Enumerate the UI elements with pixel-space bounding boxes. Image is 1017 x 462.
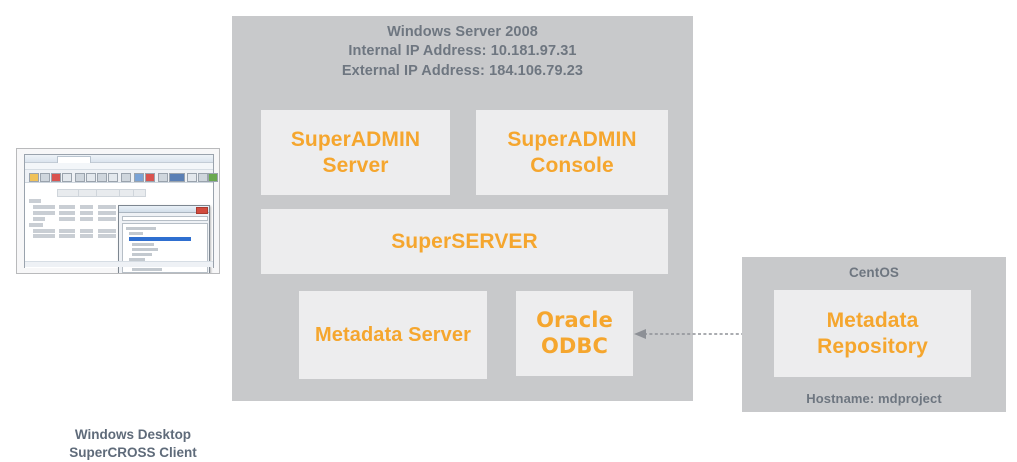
supercross-client-screenshot bbox=[16, 148, 220, 274]
close-icon[interactable] bbox=[196, 207, 208, 214]
component-superadmin-console[interactable]: SuperADMIN Console bbox=[476, 110, 668, 195]
windows-server-header: Windows Server 2008 Internal IP Address:… bbox=[232, 23, 693, 81]
app-canvas-mini bbox=[25, 183, 213, 273]
oracle-odbc-line2: ODBC bbox=[540, 333, 609, 358]
superadmin-server-line1: SuperADMIN bbox=[290, 127, 421, 151]
windows-server-internal-ip: Internal IP Address: 10.181.97.31 bbox=[348, 43, 577, 60]
component-superadmin-server[interactable]: SuperADMIN Server bbox=[261, 110, 450, 195]
client-caption: Windows Desktop SuperCROSS Client bbox=[16, 426, 250, 462]
dialog-combobox-mini[interactable] bbox=[122, 216, 208, 221]
superadmin-console-line1: SuperADMIN bbox=[507, 127, 637, 151]
app-titlebar-mini bbox=[25, 155, 213, 163]
superadmin-console-line2: Console bbox=[530, 153, 614, 177]
app-tab-mini bbox=[57, 156, 91, 163]
windows-server-external-ip: External IP Address: 184.106.79.23 bbox=[341, 62, 584, 79]
component-metadata-repository[interactable]: Metadata Repository bbox=[774, 290, 971, 377]
superadmin-server-line2: Server bbox=[322, 153, 389, 177]
arrow-left-icon bbox=[634, 329, 646, 339]
centos-host-label: CentOS bbox=[848, 265, 900, 280]
app-window-mini bbox=[24, 154, 218, 273]
supercross-client-group: Windows Desktop SuperCROSS Client bbox=[16, 148, 220, 460]
metadata-repository-line2: Repository bbox=[817, 334, 928, 358]
component-oracle-odbc[interactable]: Oracle ODBC bbox=[516, 291, 633, 376]
component-superserver[interactable]: SuperSERVER bbox=[261, 209, 668, 274]
app-menubar-mini bbox=[25, 163, 213, 170]
app-statusbar-mini bbox=[25, 261, 213, 267]
centos-hostname: Hostname: mdproject bbox=[806, 391, 942, 406]
client-caption-line2: SuperCROSS Client bbox=[69, 445, 197, 461]
metadata-server-label: Metadata Server bbox=[314, 323, 472, 346]
component-metadata-server[interactable]: Metadata Server bbox=[299, 291, 487, 379]
metadata-repository-line1: Metadata bbox=[826, 308, 919, 332]
app-toolbar-mini bbox=[25, 170, 218, 183]
dialog-titlebar-mini bbox=[119, 206, 209, 214]
superserver-label: SuperSERVER bbox=[391, 229, 538, 253]
oracle-odbc-line1: Oracle bbox=[536, 307, 613, 332]
windows-server-name: Windows Server 2008 bbox=[387, 24, 538, 40]
diagram-canvas: Windows Desktop SuperCROSS Client Window… bbox=[16, 16, 1006, 460]
